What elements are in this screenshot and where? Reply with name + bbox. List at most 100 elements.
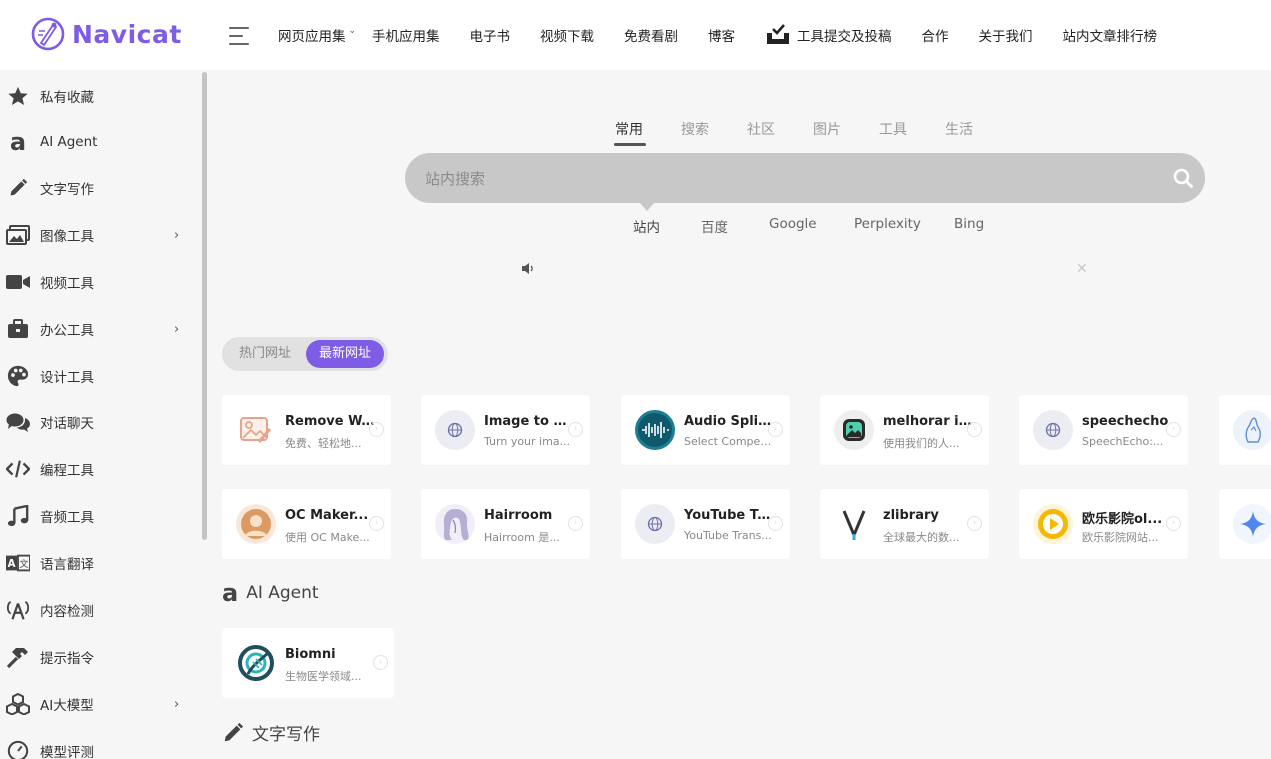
site-card[interactable]: 欧乐影院ol... 欧乐影院网站... ›	[1019, 489, 1188, 559]
engine-pointer	[640, 203, 654, 211]
close-icon[interactable]: ✕	[1076, 261, 1088, 277]
sidebar-item-model-eval[interactable]: 模型评测	[0, 731, 200, 759]
nav-blog[interactable]: 博客	[708, 29, 736, 45]
arrow-right-icon: ›	[1166, 516, 1181, 531]
tab-life[interactable]: 生活	[945, 122, 973, 138]
nav-ebooks[interactable]: 电子书	[469, 29, 511, 45]
arrow-right-icon: ›	[369, 516, 384, 531]
sidebar-item-design-tools[interactable]: 设计工具	[0, 356, 200, 396]
arrow-right-icon: ›	[568, 516, 583, 531]
site-card[interactable]: zlibrary 全球最大的数... ›	[820, 489, 989, 559]
search-icon[interactable]	[1172, 167, 1194, 189]
arrow-right-icon: ›	[967, 516, 982, 531]
chevron-right-icon: ›	[174, 321, 180, 337]
logo-icon	[31, 17, 65, 51]
arrow-right-icon: ›	[1166, 422, 1181, 437]
hammer-icon	[6, 645, 30, 669]
site-card-partial[interactable]	[1219, 489, 1271, 559]
nav-about-us[interactable]: 关于我们	[978, 29, 1033, 45]
remove-watermark-icon	[236, 410, 276, 450]
sidebar-item-video-tools[interactable]: 视频工具	[0, 262, 200, 302]
engine-onsite[interactable]: 站内	[633, 220, 660, 236]
hair-portrait-icon	[435, 504, 475, 544]
sidebar-item-coding[interactable]: 编程工具	[0, 449, 200, 489]
music-icon	[6, 504, 30, 528]
nav-video-download[interactable]: 视频下载	[540, 29, 595, 45]
sidebar-item-image-tools[interactable]: 图像工具 ›	[0, 215, 200, 255]
speaker-icon[interactable]	[521, 262, 535, 275]
play-circle-icon	[1033, 504, 1073, 544]
sidebar: 私有收藏 a AI Agent 文字写作 图像工具 › 视频工具 办公工具 › …	[0, 70, 210, 759]
photo-frame-icon	[834, 410, 874, 450]
top-header: Navicat 网页应用集 ⌄ 手机应用集 电子书 视频下载 免费看剧 博客	[0, 0, 1271, 70]
pencil-icon	[224, 722, 244, 741]
image-icon	[6, 223, 30, 247]
site-card[interactable]: Remove W... 免费、轻松地... ›	[222, 395, 391, 465]
nav-submit-tool[interactable]: 工具提交及投稿	[765, 24, 892, 46]
sidebar-item-ai-agent[interactable]: a AI Agent	[0, 122, 200, 162]
search-input[interactable]	[423, 153, 1147, 205]
letter-a-icon: a	[9, 128, 27, 156]
engine-bing[interactable]: Bing	[954, 216, 985, 232]
engine-baidu[interactable]: 百度	[701, 220, 728, 236]
brand-name: Navicat	[72, 19, 182, 49]
arrow-right-icon: ›	[768, 516, 783, 531]
letter-a-icon: a	[222, 579, 239, 607]
nav-web-apps[interactable]: 网页应用集 ⌄	[278, 26, 357, 45]
sidebar-item-llm[interactable]: AI大模型 ›	[0, 684, 200, 724]
chevron-right-icon: ›	[174, 696, 180, 712]
nav-article-ranking[interactable]: 站内文章排行榜	[1062, 29, 1158, 45]
menu-toggle-button[interactable]	[229, 27, 251, 45]
star-icon	[6, 84, 30, 108]
tab-images[interactable]: 图片	[813, 122, 841, 138]
section-ai-agent-header: a AI Agent	[222, 581, 319, 605]
tab-common[interactable]: 常用	[614, 119, 646, 146]
sidebar-item-prompts[interactable]: 提示指令	[0, 637, 200, 677]
site-card[interactable]: speechecho SpeechEcho:... ›	[1019, 395, 1188, 465]
arrow-right-icon: ›	[369, 422, 384, 437]
hand-logo-icon	[1233, 410, 1271, 450]
globe-icon	[1033, 410, 1073, 450]
nav-cooperation[interactable]: 合作	[921, 29, 949, 45]
site-card[interactable]: OC Maker... 使用 OC Make... ›	[222, 489, 391, 559]
sidebar-item-writing[interactable]: 文字写作	[0, 168, 200, 208]
site-card[interactable]: Hairroom Hairroom 是... ›	[421, 489, 590, 559]
toggle-new-sites[interactable]: 最新网址	[306, 340, 384, 368]
nav-free-drama[interactable]: 免费看剧	[624, 29, 679, 45]
chevron-down-icon: ⌄	[348, 26, 357, 36]
sidebar-item-chat[interactable]: 对话聊天	[0, 402, 200, 442]
sidebar-item-office-tools[interactable]: 办公工具 ›	[0, 309, 200, 349]
biomni-logo-icon	[236, 643, 276, 683]
tab-community[interactable]: 社区	[747, 122, 775, 138]
avatar-icon	[236, 504, 276, 544]
sidebar-item-favorites[interactable]: 私有收藏	[0, 76, 200, 116]
sidebar-item-content-detect[interactable]: 内容检测	[0, 590, 200, 630]
site-logo[interactable]: Navicat	[30, 16, 182, 52]
site-card[interactable]: Image to Vi... Turn your ima... ›	[421, 395, 590, 465]
engine-perplexity[interactable]: Perplexity	[854, 216, 921, 232]
site-card[interactable]: Biomni 生物医学领域... ›	[222, 628, 394, 698]
engine-google[interactable]: Google	[769, 216, 817, 232]
globe-icon	[435, 410, 475, 450]
nav-mobile-apps[interactable]: 手机应用集	[372, 29, 440, 45]
svg-text:文: 文	[19, 558, 28, 570]
gauge-icon	[6, 739, 30, 759]
pencil-icon	[6, 176, 30, 200]
toggle-hot-sites[interactable]: 热门网址	[238, 346, 291, 361]
palette-icon	[6, 364, 30, 388]
site-card-partial[interactable]	[1219, 395, 1271, 465]
inbox-check-icon	[767, 24, 790, 44]
tab-tools[interactable]: 工具	[879, 122, 907, 138]
site-card[interactable]: YouTube Tr... YouTube Trans... ›	[621, 489, 790, 559]
audio-wave-icon	[635, 410, 675, 450]
sidebar-item-audio[interactable]: 音频工具	[0, 496, 200, 536]
chat-icon	[6, 410, 30, 434]
sparkle-icon	[1233, 504, 1271, 544]
tab-search[interactable]: 搜索	[681, 122, 709, 138]
sidebar-scrollbar[interactable]	[202, 72, 207, 540]
chevron-right-icon: ›	[174, 227, 180, 243]
site-card[interactable]: melhorar i... 使用我们的人... ›	[820, 395, 989, 465]
site-card[interactable]: Audio Split... Select Compet... ›	[621, 395, 790, 465]
